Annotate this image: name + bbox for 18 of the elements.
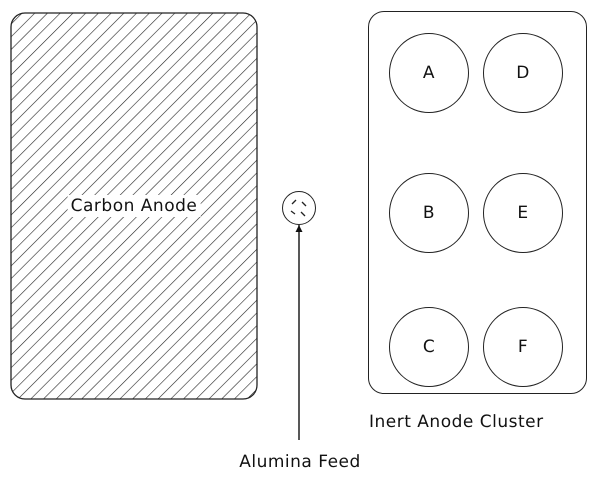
anode-circle — [282, 191, 316, 225]
anode-circle — [389, 307, 469, 387]
anode-letter: C — [422, 337, 436, 357]
anode-circle — [389, 33, 469, 113]
hatched-anode-block — [10, 12, 258, 400]
anode-circle — [483, 33, 563, 113]
anode-letter: A — [422, 63, 436, 83]
anode-circle — [483, 173, 563, 253]
anode-letter: E — [517, 203, 529, 223]
anode-label: Carbon Anode — [68, 195, 200, 217]
anode-circle — [389, 173, 469, 253]
anode-letter: D — [516, 63, 530, 83]
anode-circle — [483, 307, 563, 387]
feed-label: Alumina Feed — [239, 452, 361, 472]
cluster-caption: Inert Anode Cluster — [369, 412, 544, 432]
anode-letter: B — [422, 203, 436, 223]
arrow — [296, 225, 302, 440]
anode-letter: F — [518, 337, 528, 357]
